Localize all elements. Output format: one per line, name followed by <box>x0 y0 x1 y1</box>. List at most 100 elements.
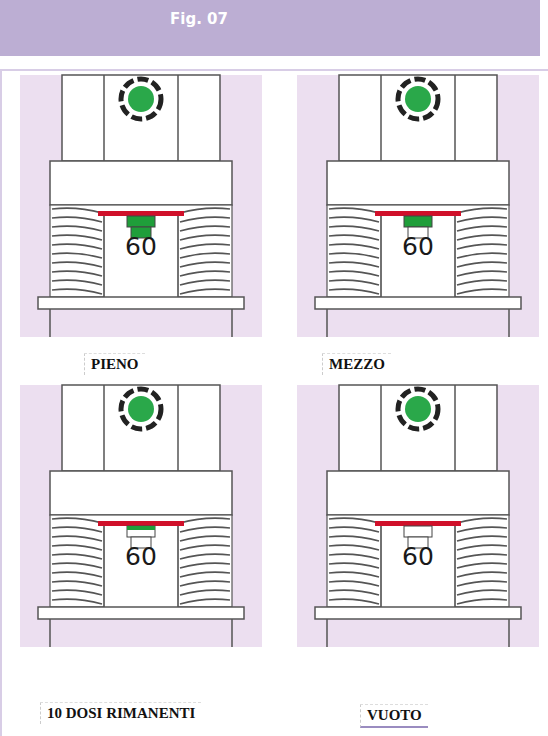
gear-ring <box>398 79 438 119</box>
counter-number: 60 <box>381 542 455 571</box>
red-mark <box>98 521 184 526</box>
state-caption: PIENO <box>84 353 145 375</box>
thread-rib <box>52 581 102 586</box>
thread-rib <box>52 253 102 258</box>
thread-rib <box>180 244 230 249</box>
thread-rib <box>457 289 507 294</box>
red-mark <box>375 521 461 526</box>
thread-rib <box>180 280 230 285</box>
counter-number: 60 <box>104 542 178 571</box>
dose-indicator <box>404 526 432 537</box>
thread-rib <box>329 554 379 559</box>
thread-rib <box>180 536 230 541</box>
thread-rib <box>52 563 102 568</box>
thread-rib <box>457 253 507 258</box>
thread-rib <box>52 572 102 577</box>
base-plate <box>38 607 244 619</box>
thread-rib <box>329 581 379 586</box>
thread-rib <box>180 208 230 213</box>
title-band <box>0 0 540 56</box>
thread-rib <box>329 262 379 267</box>
thread-rib <box>457 572 507 577</box>
thread-rib <box>457 208 507 213</box>
dose-indicator <box>127 526 155 530</box>
thread-rib <box>52 518 102 523</box>
dose-indicator <box>404 216 432 227</box>
dose-indicator <box>127 216 155 227</box>
thread-rib <box>329 289 379 294</box>
panel-ground <box>20 385 262 647</box>
thread-rib <box>52 208 102 213</box>
thread-rib <box>457 217 507 222</box>
thread-rib <box>52 271 102 276</box>
tube <box>339 75 497 161</box>
thread-rib <box>52 226 102 231</box>
inhaler-counter <box>297 385 539 647</box>
panel-ground <box>297 75 539 337</box>
thread-rib <box>329 280 379 285</box>
thread-rib <box>457 262 507 267</box>
frame-line <box>0 70 2 736</box>
tube <box>62 75 220 161</box>
thread-rib <box>457 527 507 532</box>
thread-rib <box>457 590 507 595</box>
inhaler-counter <box>297 75 539 337</box>
thread-rib <box>329 527 379 532</box>
thread-rib <box>329 572 379 577</box>
thread-rib <box>180 581 230 586</box>
thread-rib <box>329 271 379 276</box>
inhaler-counter <box>20 75 262 337</box>
thread-rib <box>52 554 102 559</box>
thread-rib <box>52 536 102 541</box>
thread-rib <box>180 554 230 559</box>
counter-window <box>381 522 455 610</box>
red-mark <box>98 211 184 216</box>
thread-rib <box>52 262 102 267</box>
thread-rib <box>329 217 379 222</box>
collar <box>327 471 509 515</box>
red-mark <box>375 211 461 216</box>
frame-line <box>0 69 548 71</box>
thread-rib <box>329 590 379 595</box>
thread-rib <box>329 563 379 568</box>
counter-number: 60 <box>381 232 455 261</box>
state-caption: 10 DOSI RIMANENTI <box>40 702 201 724</box>
thread-rib <box>457 244 507 249</box>
dose-indicator <box>127 526 155 537</box>
thread-rib <box>457 581 507 586</box>
thread-rib <box>180 518 230 523</box>
thread-rib <box>329 518 379 523</box>
state-caption: MEZZO <box>322 353 391 375</box>
thread-rib <box>329 226 379 231</box>
tube <box>339 385 497 471</box>
thread-rib <box>52 217 102 222</box>
thread-rib <box>457 563 507 568</box>
thread-rib <box>52 545 102 550</box>
collar <box>50 161 232 205</box>
thread-rib <box>52 235 102 240</box>
counter-number: 60 <box>104 232 178 261</box>
thread-rib <box>52 527 102 532</box>
thread-rib <box>329 536 379 541</box>
thread-rib <box>329 235 379 240</box>
thread-rib <box>457 271 507 276</box>
thread-rib <box>180 217 230 222</box>
thread-rib <box>180 527 230 532</box>
thread-rib <box>457 545 507 550</box>
thread-rib <box>180 599 230 604</box>
thread-rib <box>52 590 102 595</box>
base-plate <box>315 607 521 619</box>
thread-rib <box>180 262 230 267</box>
green-indicator <box>128 396 154 422</box>
collar <box>50 471 232 515</box>
thread-rib <box>329 253 379 258</box>
thread-rib <box>52 244 102 249</box>
thread-rib <box>52 289 102 294</box>
thread-rib <box>457 226 507 231</box>
gear-ring <box>121 79 161 119</box>
thread-rib <box>329 599 379 604</box>
thread-rib <box>180 545 230 550</box>
thread-rib <box>457 554 507 559</box>
